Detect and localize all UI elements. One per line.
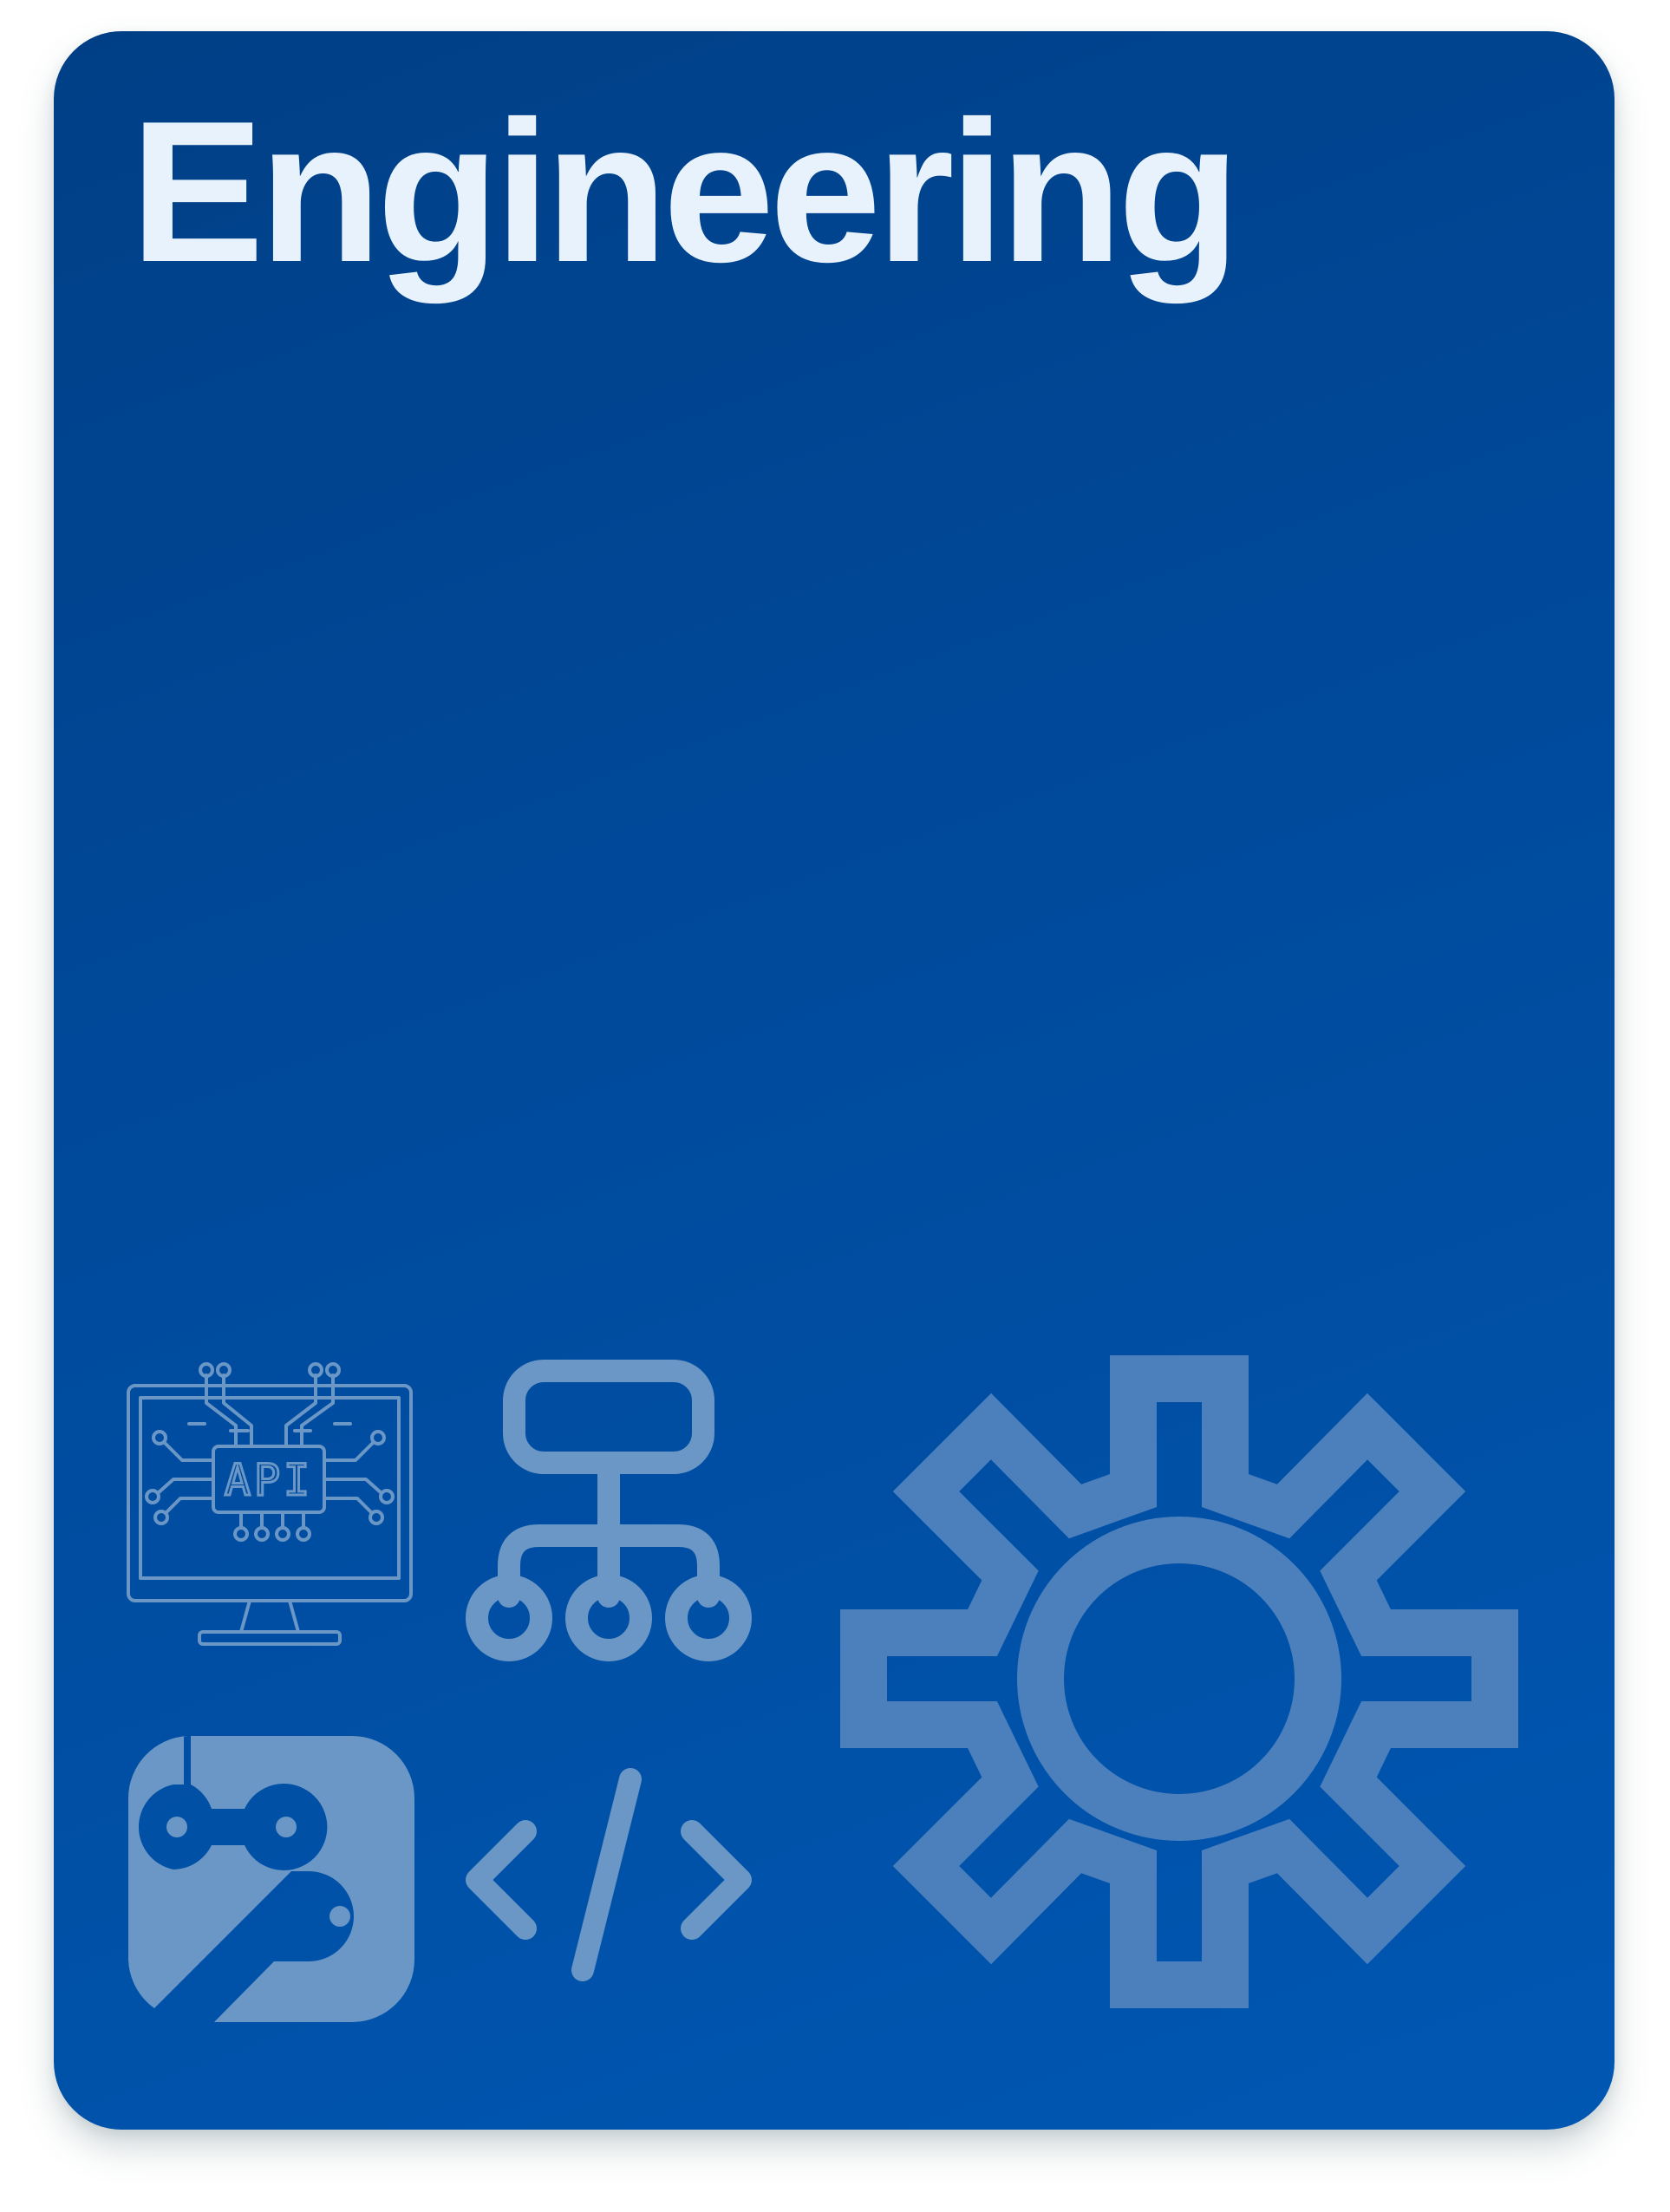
api-monitor-icon: API — [127, 1362, 413, 1646]
engineering-card[interactable]: Engineering API — [54, 31, 1615, 2130]
circuit-board-icon — [127, 1736, 414, 2022]
hierarchy-icon — [466, 1360, 752, 1661]
code-brackets-icon — [466, 1768, 752, 1981]
svg-text:API: API — [225, 1455, 313, 1505]
card-title: Engineering — [130, 80, 1241, 304]
gear-icon — [840, 1355, 1518, 2008]
